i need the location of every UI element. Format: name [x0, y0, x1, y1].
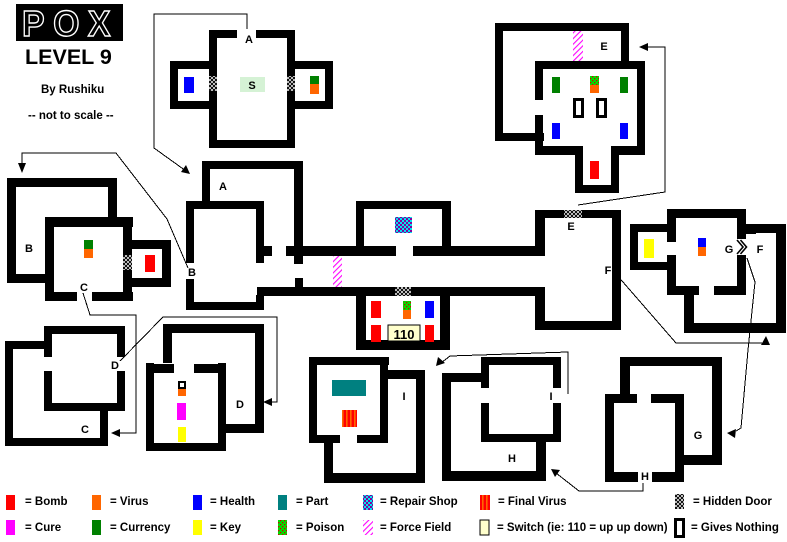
svg-text:I: I [549, 391, 552, 403]
svg-text:H: H [641, 471, 649, 483]
svg-text:E: E [600, 41, 607, 53]
svg-text:= Repair Shop: = Repair Shop [380, 496, 458, 508]
svg-text:S: S [248, 80, 255, 92]
svg-text:A: A [245, 34, 253, 46]
svg-text:F: F [757, 244, 764, 256]
svg-text:= Bomb: = Bomb [25, 496, 68, 508]
svg-text:= Switch (ie: 110 = up up down: = Switch (ie: 110 = up up down) [497, 522, 668, 534]
svg-text:= Poison: = Poison [296, 522, 344, 534]
svg-text:A: A [219, 181, 227, 193]
svg-text:LEVEL 9: LEVEL 9 [25, 45, 112, 69]
svg-text:B: B [25, 243, 33, 255]
svg-text:B: B [188, 267, 196, 279]
svg-text:= Cure: = Cure [25, 522, 61, 534]
svg-text:C: C [81, 424, 89, 436]
svg-text:= Key: = Key [210, 522, 242, 534]
svg-text:= Force Field: = Force Field [380, 522, 451, 534]
svg-text:G: G [725, 244, 734, 256]
svg-text:POX: POX [22, 3, 119, 44]
svg-text:H: H [508, 453, 516, 465]
svg-text:= Gives Nothing: = Gives Nothing [691, 522, 779, 534]
svg-text:C: C [80, 282, 88, 294]
svg-text:I: I [402, 391, 405, 403]
svg-text:E: E [567, 221, 574, 233]
svg-text:= Hidden Door: = Hidden Door [693, 496, 772, 508]
svg-text:= Final Virus: = Final Virus [498, 496, 567, 508]
svg-text:D: D [236, 399, 244, 411]
svg-text:= Health: = Health [210, 496, 255, 508]
svg-text:= Virus: = Virus [110, 496, 148, 508]
svg-text:D: D [111, 360, 119, 372]
svg-text:F: F [605, 265, 612, 277]
svg-text:-- not to scale --: -- not to scale -- [28, 110, 114, 122]
svg-text:By Rushiku: By Rushiku [41, 84, 104, 96]
svg-text:= Currency: = Currency [110, 522, 171, 534]
svg-text:= Part: = Part [296, 496, 328, 508]
svg-text:110: 110 [394, 327, 415, 342]
svg-text:G: G [694, 430, 703, 442]
